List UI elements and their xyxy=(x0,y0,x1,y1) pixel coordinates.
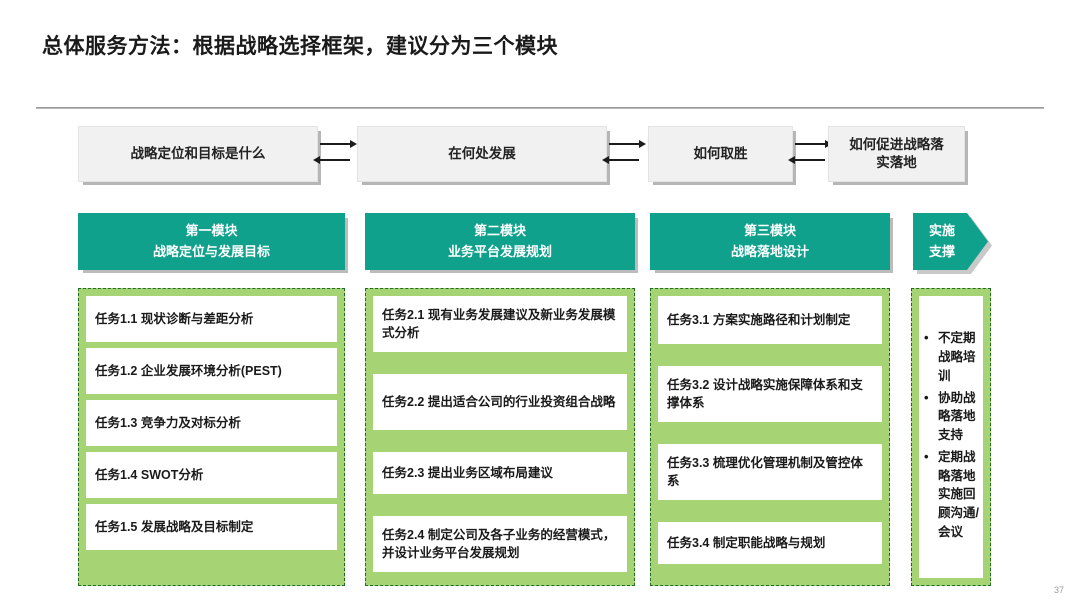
module-header-1[interactable]: 第一模块 战略定位与发展目标 xyxy=(78,213,345,270)
arrow-right-icon xyxy=(609,139,647,149)
support-column: 不定期战略培训 协助战略落地支持 定期战略落地实施回顾沟通/会议 xyxy=(911,288,991,586)
support-bullet-list: 不定期战略培训 协助战略落地支持 定期战略落地实施回顾沟通/会议 xyxy=(919,328,983,544)
task-card[interactable]: 任务3.1 方案实施路径和计划制定 xyxy=(658,296,882,344)
task-card[interactable]: 任务3.4 制定职能战略与规划 xyxy=(658,522,882,564)
flow-box-2[interactable]: 在何处发展 xyxy=(357,126,607,182)
task-card[interactable]: 任务1.2 企业发展环境分析(PEST) xyxy=(86,348,337,394)
module-3-title: 第三模块 xyxy=(743,223,796,239)
arrow-left-icon xyxy=(788,155,833,165)
task-number: 任务1.5 xyxy=(95,519,138,534)
title-divider xyxy=(36,107,1044,109)
task-card[interactable]: 任务2.4 制定公司及各子业务的经营模式，并设计业务平台发展规划 xyxy=(373,516,627,572)
flow-box-4-line2: 实落地 xyxy=(876,155,917,170)
page-number: 37 xyxy=(1053,585,1064,595)
task-card[interactable]: 任务3.3 梳理优化管理机制及管控体系 xyxy=(658,444,882,500)
task-number: 任务2.4 xyxy=(382,527,425,542)
arrow-left-icon xyxy=(602,155,647,165)
task-text: 方案实施路径和计划制定 xyxy=(712,312,851,327)
task-number: 任务2.2 xyxy=(382,394,425,409)
task-text: 制定公司及各子业务的经营模式，并设计业务平台发展规划 xyxy=(382,527,616,560)
task-text: 提出适合公司的行业投资组合战略 xyxy=(427,394,616,409)
task-number: 任务3.4 xyxy=(667,535,710,550)
task-card[interactable]: 任务2.2 提出适合公司的行业投资组合战略 xyxy=(373,374,627,430)
support-inner-panel: 不定期战略培训 协助战略落地支持 定期战略落地实施回顾沟通/会议 xyxy=(919,296,983,578)
task-card[interactable]: 任务2.1 现有业务发展建议及新业务发展模式分析 xyxy=(373,296,627,352)
task-column-2: 任务2.1 现有业务发展建议及新业务发展模式分析 任务2.2 提出适合公司的行业… xyxy=(365,288,635,586)
flow-box-3[interactable]: 如何取胜 xyxy=(648,126,793,182)
task-text: 制定职能战略与规划 xyxy=(712,535,826,550)
task-number: 任务2.3 xyxy=(382,465,425,480)
task-card[interactable]: 任务1.1 现状诊断与差距分析 xyxy=(86,296,337,342)
flow-box-1[interactable]: 战略定位和目标是什么 xyxy=(78,126,318,182)
flow-box-4-line1: 如何促进战略落 xyxy=(849,136,944,152)
task-number: 任务3.2 xyxy=(667,377,710,392)
list-item: 定期战略落地实施回顾沟通/会议 xyxy=(923,447,981,542)
task-column-3: 任务3.1 方案实施路径和计划制定 任务3.2 设计战略实施保障体系和支撑体系 … xyxy=(650,288,890,586)
task-number: 任务3.1 xyxy=(667,312,710,327)
task-number: 任务3.3 xyxy=(667,455,710,470)
module-header-3[interactable]: 第三模块 战略落地设计 xyxy=(650,213,890,270)
task-text: 企业发展环境分析(PEST) xyxy=(140,363,282,378)
task-number: 任务1.1 xyxy=(95,311,138,326)
module-1-title: 第一模块 xyxy=(185,223,238,239)
list-item: 不定期战略培训 xyxy=(923,328,981,385)
flow-arrows-2 xyxy=(602,133,647,171)
task-text: 现有业务发展建议及新业务发展模式分析 xyxy=(382,307,616,340)
module-3-subtitle: 战略落地设计 xyxy=(730,243,809,259)
flow-arrows-1 xyxy=(313,133,358,171)
task-card[interactable]: 任务1.4 SWOT分析 xyxy=(86,452,337,498)
page-title: 总体服务方法：根据战略选择框架，建议分为三个模块 xyxy=(42,35,558,58)
task-text: 设计战略实施保障体系和支撑体系 xyxy=(667,377,863,410)
task-text: 提出业务区域布局建议 xyxy=(427,465,553,480)
module-1-subtitle: 战略定位与发展目标 xyxy=(152,243,270,259)
task-number: 任务1.3 xyxy=(95,415,138,430)
task-number: 任务1.4 xyxy=(95,467,138,482)
task-card[interactable]: 任务2.3 提出业务区域布局建议 xyxy=(373,452,627,494)
task-card[interactable]: 任务1.3 竞争力及对标分析 xyxy=(86,400,337,446)
arrow-right-icon xyxy=(320,139,358,149)
support-subtitle: 支撑 xyxy=(929,243,956,259)
task-text: 梳理优化管理机制及管控体系 xyxy=(667,455,863,488)
task-number: 任务1.2 xyxy=(95,363,138,378)
task-text: 发展战略及目标制定 xyxy=(140,519,254,534)
list-item: 协助战略落地支持 xyxy=(923,388,981,445)
module-header-2[interactable]: 第二模块 业务平台发展规划 xyxy=(365,213,635,270)
module-2-subtitle: 业务平台发展规划 xyxy=(447,243,552,259)
task-number: 任务2.1 xyxy=(382,307,425,322)
task-column-1: 任务1.1 现状诊断与差距分析 任务1.2 企业发展环境分析(PEST) 任务1… xyxy=(78,288,345,586)
support-title: 实施 xyxy=(929,223,956,239)
task-card[interactable]: 任务1.5 发展战略及目标制定 xyxy=(86,504,337,550)
task-text: SWOT分析 xyxy=(140,467,204,482)
module-2-title: 第二模块 xyxy=(473,223,526,239)
task-text: 现状诊断与差距分析 xyxy=(140,311,254,326)
task-text: 竞争力及对标分析 xyxy=(140,415,241,430)
task-card[interactable]: 任务3.2 设计战略实施保障体系和支撑体系 xyxy=(658,366,882,422)
arrow-left-icon xyxy=(313,155,358,165)
flow-box-4[interactable]: 如何促进战略落 实落地 xyxy=(828,126,965,182)
